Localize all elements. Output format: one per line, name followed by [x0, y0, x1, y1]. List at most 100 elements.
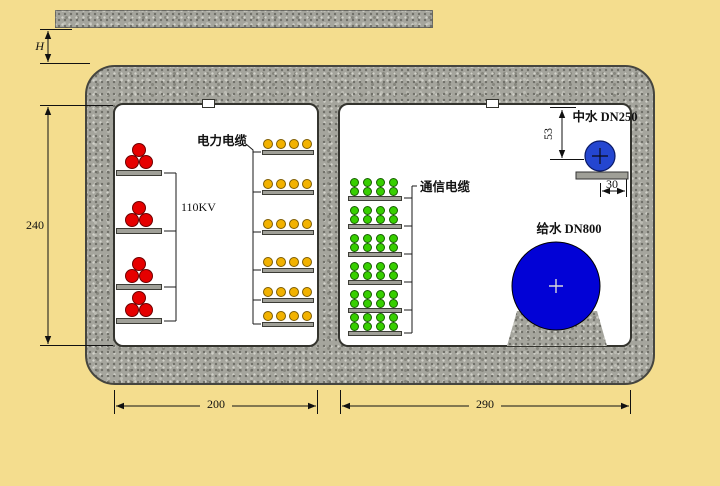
dim-cover-depth: H — [34, 39, 45, 53]
power-cable-tray — [262, 322, 314, 327]
comm-cable — [388, 321, 398, 331]
comm-cable-tray — [348, 224, 402, 229]
comm-cable — [362, 186, 372, 196]
power-cable — [263, 179, 273, 189]
power-cable-tray — [262, 150, 314, 155]
power-cable — [263, 257, 273, 267]
power-cable — [276, 287, 286, 297]
label-110kv: 110KV — [181, 200, 216, 214]
comm-cable-tray — [348, 252, 402, 257]
power-cable — [276, 179, 286, 189]
reclaimed-pipe-crosshair-icon — [592, 148, 608, 164]
brace-comm-trays — [404, 185, 417, 334]
power-cable-tray — [262, 268, 314, 273]
comm-cable — [388, 261, 398, 271]
power-110kv-cable — [125, 269, 139, 283]
power-cable — [289, 311, 299, 321]
comm-cable — [388, 242, 398, 252]
comm-cable — [388, 270, 398, 280]
pipes-group — [511, 140, 629, 331]
power-cable — [302, 287, 312, 297]
brace-power-trays — [245, 143, 261, 325]
comm-cable — [388, 205, 398, 215]
mounting-notch-right — [486, 99, 499, 108]
comm-cable — [362, 270, 372, 280]
comm-cable — [375, 321, 385, 331]
comm-cable — [375, 312, 385, 322]
comm-cable — [375, 242, 385, 252]
comm-cable — [349, 214, 359, 224]
power-cable — [289, 179, 299, 189]
comm-cable — [362, 298, 372, 308]
label-reclaimed-water: 中水 DN250 — [573, 109, 638, 124]
label-comm-cable: 通信电缆 — [420, 179, 471, 194]
power-110kv-cable — [139, 303, 153, 317]
label-water-supply: 给水 DN800 — [537, 221, 602, 236]
power-cable-tray — [262, 298, 314, 303]
comm-cable — [388, 233, 398, 243]
comm-cable — [349, 289, 359, 299]
power-cable — [276, 257, 286, 267]
power-cable — [302, 311, 312, 321]
comm-cable — [362, 177, 372, 187]
comm-cable — [375, 261, 385, 271]
comm-cable — [388, 289, 398, 299]
power-cable — [302, 257, 312, 267]
comm-cable — [375, 233, 385, 243]
power-cable — [263, 287, 273, 297]
power-cable — [276, 219, 286, 229]
dim-text-mask — [200, 397, 232, 410]
power-cable — [276, 139, 286, 149]
power-110kv-bracket — [116, 170, 162, 176]
comm-cable — [375, 205, 385, 215]
power-cable-tray — [262, 190, 314, 195]
comm-cable — [375, 298, 385, 308]
power-cable — [263, 219, 273, 229]
power-cable — [302, 139, 312, 149]
comm-cable — [362, 312, 372, 322]
power-cable — [289, 219, 299, 229]
comm-cable — [349, 270, 359, 280]
dim-offset-30: 30 — [606, 177, 618, 191]
label-braces — [164, 143, 417, 334]
comm-cable-tray — [348, 280, 402, 285]
comm-cable — [362, 321, 372, 331]
comm-cable — [388, 312, 398, 322]
power-cable-tray — [262, 230, 314, 235]
comm-cable-tray — [348, 331, 402, 336]
comm-cable — [362, 233, 372, 243]
power-110kv-bracket — [116, 228, 162, 234]
reclaimed-pipe-shelf — [575, 171, 629, 180]
power-cable — [289, 287, 299, 297]
power-110kv-cable — [132, 201, 146, 215]
comm-cable — [375, 186, 385, 196]
comm-cable — [362, 289, 372, 299]
comm-cable — [375, 177, 385, 187]
dim-text-mask — [469, 397, 501, 410]
comm-cable — [375, 270, 385, 280]
power-cable — [289, 139, 299, 149]
comm-cable — [388, 177, 398, 187]
power-cable — [302, 179, 312, 189]
comm-cable — [388, 298, 398, 308]
power-110kv-cable — [132, 257, 146, 271]
mounting-notch-left — [202, 99, 215, 108]
power-110kv-cable — [139, 155, 153, 169]
power-110kv-cable — [125, 155, 139, 169]
power-110kv-cable — [125, 303, 139, 317]
comm-cable — [349, 312, 359, 322]
text-labels: H 240 200 290 53 30 电力电缆 110KV 通信电缆 中水 D… — [26, 39, 637, 411]
power-110kv-bracket — [116, 318, 162, 324]
brace-110kv — [164, 172, 177, 322]
ground-surface-strip — [55, 10, 433, 28]
comm-cable — [375, 214, 385, 224]
comm-cable — [349, 261, 359, 271]
comm-cable — [349, 177, 359, 187]
comm-cable — [349, 242, 359, 252]
comm-cable — [349, 186, 359, 196]
comm-cable — [349, 298, 359, 308]
comm-cable — [362, 242, 372, 252]
comm-cable-tray — [348, 196, 402, 201]
power-110kv-cable — [132, 291, 146, 305]
